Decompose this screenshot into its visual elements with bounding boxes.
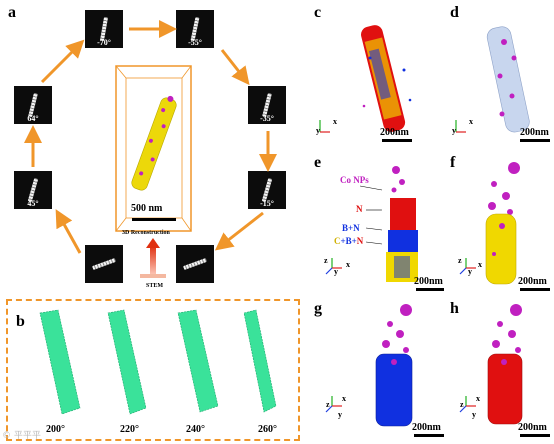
- tomogram-carbon-with-co: [485, 162, 520, 285]
- scale-bar: [132, 218, 176, 221]
- tilt-image-64: 64°: [14, 86, 52, 124]
- axis-y: y: [334, 267, 338, 276]
- rotated-rod-260: [243, 309, 277, 413]
- panel-label-a: a: [8, 4, 16, 21]
- rotation-angle-220: 220°: [120, 424, 139, 435]
- axis-y: y: [468, 267, 472, 276]
- tilt-angle-label: -55°: [188, 38, 202, 47]
- axis-y: y: [338, 410, 342, 419]
- axis-y: y: [452, 126, 456, 135]
- axis-x: x: [346, 260, 350, 269]
- tilt-image-bottom-left: [85, 245, 123, 283]
- axis-triad-icon: [314, 116, 336, 138]
- annotation-leader-lines: [360, 185, 383, 245]
- panel-label-e: e: [314, 154, 322, 171]
- axis-x: x: [469, 117, 473, 126]
- tilt-image-minus70: -70°: [85, 10, 123, 48]
- axis-z: z: [326, 400, 330, 409]
- stem-arrow-icon: [140, 238, 166, 278]
- axis-z: z: [460, 400, 464, 409]
- axis-z: z: [458, 256, 462, 265]
- axis-triad-icon: [450, 116, 472, 138]
- axis-triad-icon: [456, 394, 478, 416]
- stem-label: STEM: [146, 283, 164, 289]
- tomogram-all-elements: [361, 25, 412, 132]
- tilt-series-arrows: [24, 20, 277, 254]
- axis-x: x: [476, 394, 480, 403]
- scale-label: 200nm: [518, 276, 547, 287]
- tilt-image-minus15: -15°: [248, 171, 286, 209]
- tilt-image-45: 45°: [14, 171, 52, 209]
- axis-x: x: [333, 117, 337, 126]
- scale-bar: [520, 434, 550, 437]
- tomogram-support-with-co: [486, 26, 530, 133]
- axis-triad-icon: [322, 394, 344, 416]
- rotated-rod-200: [39, 309, 81, 415]
- annotation-c-b-n: C+B+N: [334, 236, 363, 246]
- tilt-angle-label: 45°: [27, 199, 39, 208]
- rotated-rod-240: [177, 309, 219, 413]
- annotation-co-nps: Co NPs: [340, 175, 369, 185]
- scale-label: 500 nm: [131, 203, 163, 214]
- scale-label: 200nm: [412, 422, 441, 433]
- tilt-angle-label: -70°: [97, 38, 111, 47]
- rotated-rod-220: [107, 309, 147, 415]
- panel-label-g: g: [314, 300, 322, 317]
- annotation-n: N: [356, 204, 363, 214]
- panel-label-b: b: [16, 313, 25, 330]
- axis-z: z: [324, 256, 328, 265]
- axis-y: y: [472, 410, 476, 419]
- tomogram-boron-with-co: [375, 304, 413, 427]
- annotation-b-n: B+N: [342, 223, 360, 233]
- axis-y: y: [316, 126, 320, 135]
- rotation-angle-200: 200°: [46, 424, 65, 435]
- tomogram-cross-section: [386, 166, 418, 282]
- scale-label: 200nm: [414, 276, 443, 287]
- axis-triad-icon: [456, 256, 478, 278]
- rotation-angle-240: 240°: [186, 424, 205, 435]
- arrow: [220, 49, 250, 86]
- tilt-angle-label: 64°: [27, 114, 39, 123]
- scale-bar: [414, 434, 444, 437]
- tilt-image-minus35: -35°: [248, 86, 286, 124]
- annotation-plus-b-plus: +B+: [340, 236, 357, 246]
- reconstruction-label: 3D Reconstruction: [122, 230, 170, 236]
- scale-bar: [416, 288, 444, 291]
- annotation-n-2: N: [356, 236, 364, 246]
- reconstruction-box: [115, 65, 192, 232]
- tilt-angle-label: -15°: [260, 199, 274, 208]
- tilt-image-minus55: -55°: [176, 10, 214, 48]
- tilt-image-bottom-right: [176, 245, 214, 283]
- tomogram-nitrogen-with-co: [487, 304, 523, 425]
- tilt-angle-label: -35°: [260, 114, 274, 123]
- panel-label-f: f: [450, 154, 456, 171]
- arrow: [214, 211, 264, 251]
- panel-label-c: c: [314, 4, 322, 21]
- scale-label: 200nm: [520, 127, 549, 138]
- scale-label: 200nm: [518, 422, 547, 433]
- panel-b-frame: [6, 299, 300, 441]
- scale-bar: [382, 139, 412, 142]
- arrow: [55, 209, 82, 254]
- scale-bar: [520, 139, 550, 142]
- arrow: [40, 39, 85, 84]
- scale-label: 200nm: [380, 127, 409, 138]
- axis-triad-icon: [322, 256, 344, 278]
- axis-x: x: [478, 260, 482, 269]
- annotation-c: C: [334, 236, 341, 246]
- panel-label-d: d: [450, 4, 459, 21]
- axis-x: x: [342, 394, 346, 403]
- panel-label-h: h: [450, 300, 459, 317]
- rotation-angle-260: 260°: [258, 424, 277, 435]
- watermark: © 平平平: [2, 431, 41, 441]
- scale-bar: [520, 288, 550, 291]
